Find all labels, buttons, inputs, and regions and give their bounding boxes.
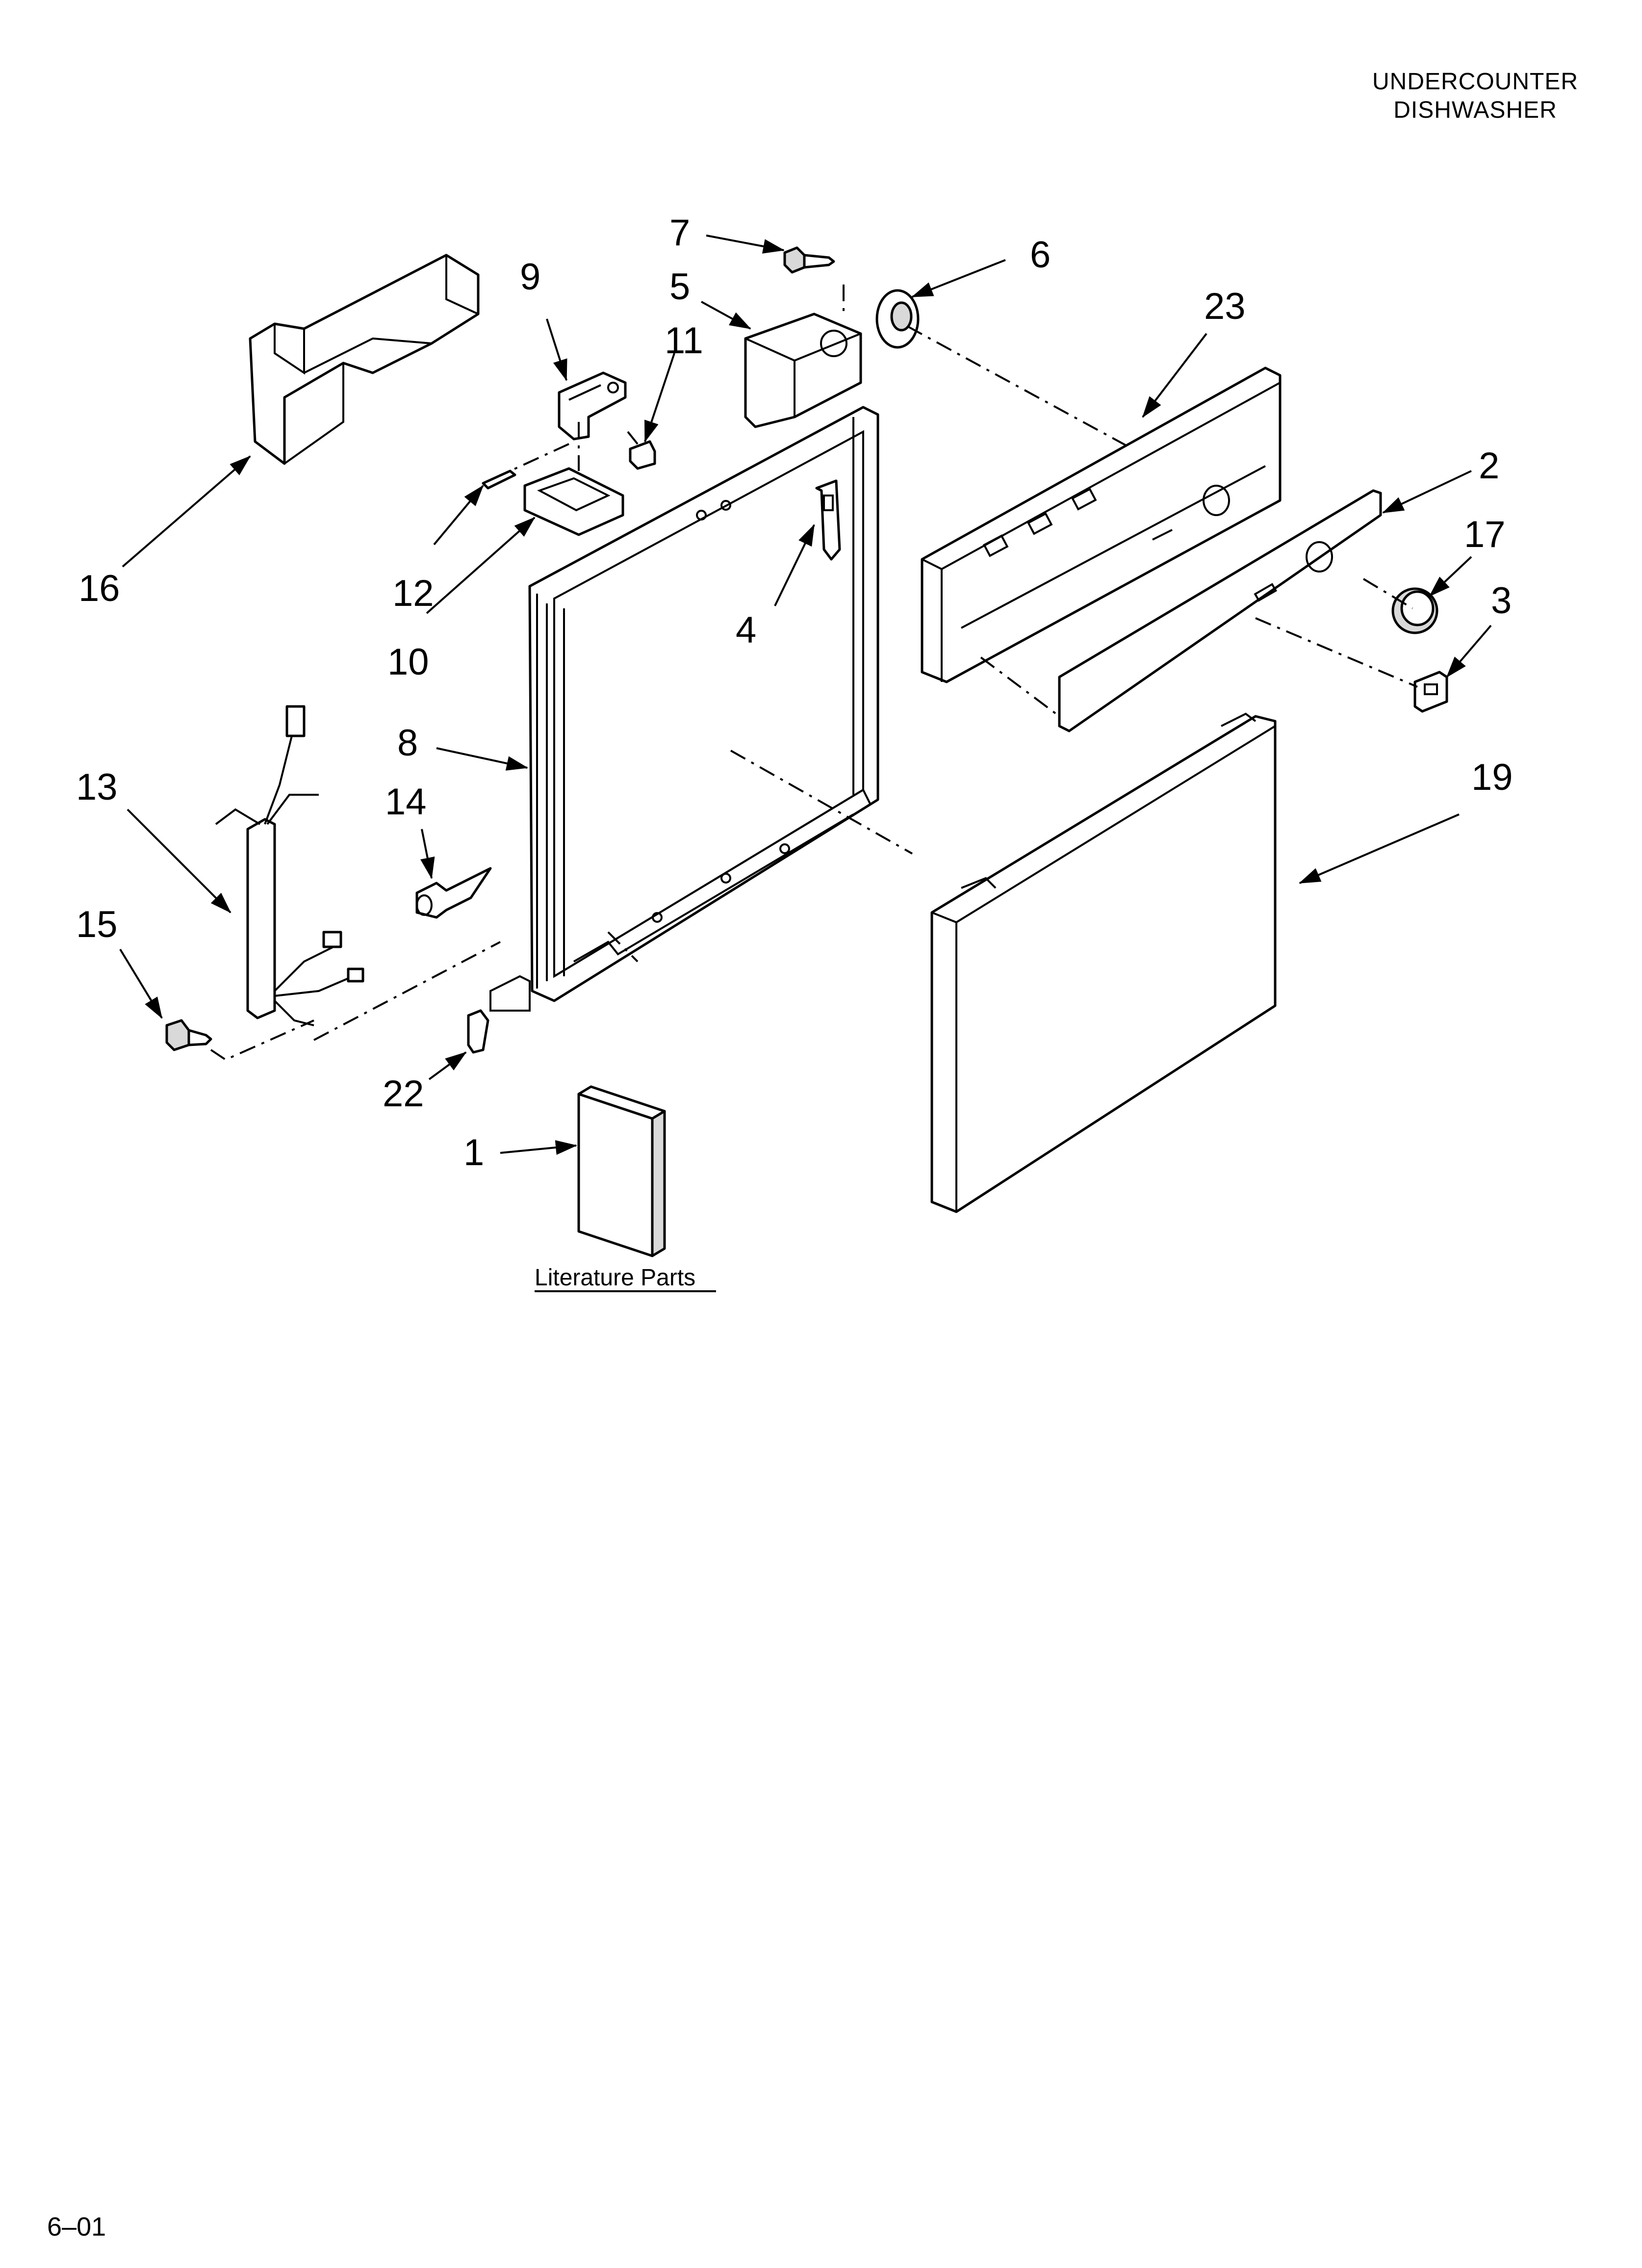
callout-11: 11 [665, 320, 703, 362]
callout-23: 23 [1204, 286, 1246, 327]
callout-12: 12 [392, 573, 434, 614]
part-22-clip [467, 1009, 489, 1054]
part-16-shield [249, 254, 480, 465]
part-6-cam [875, 289, 920, 349]
callout-17: 17 [1464, 514, 1506, 555]
callout-10: 10 [387, 641, 429, 683]
callout-4: 4 [736, 609, 756, 651]
callout-6: 6 [1030, 234, 1051, 276]
part-19-door-panel [930, 712, 1277, 1213]
callout-7: 7 [669, 212, 690, 254]
alignment-lines [210, 285, 1418, 1061]
leader-lines [119, 235, 1492, 1155]
part-1-literature [577, 1085, 666, 1257]
callout-1: 1 [463, 1132, 484, 1173]
callout-3: 3 [1491, 580, 1512, 622]
title-line-2: DISHWASHER [1393, 97, 1557, 123]
diagram-title: UNDERCOUNTER DISHWASHER [1372, 68, 1578, 125]
part-15-screw [165, 1019, 212, 1051]
callout-8: 8 [397, 722, 418, 764]
part-10-housing [523, 467, 624, 536]
callout-14: 14 [385, 781, 427, 823]
part-4-latch [815, 479, 841, 561]
callout-16: 16 [78, 568, 120, 609]
callout-13: 13 [76, 766, 118, 808]
part-3-switch [1413, 671, 1448, 713]
literature-parts-caption: Literature Parts [535, 1265, 716, 1292]
part-11-clip [629, 440, 656, 470]
callout-9: 9 [520, 256, 540, 298]
part-8-frame [489, 406, 879, 1012]
part-13-wire-harness [215, 705, 364, 1026]
part-9-bracket [558, 371, 627, 441]
title-line-1: UNDERCOUNTER [1372, 69, 1578, 95]
callout-15: 15 [76, 904, 118, 945]
callout-5: 5 [669, 266, 690, 308]
part-12-strip [482, 469, 516, 490]
callout-labels: 7 6 5 23 9 11 16 12 10 4 2 17 3 8 13 14 … [76, 212, 1513, 1173]
part-17-knob [1391, 587, 1438, 634]
callout-22: 22 [383, 1073, 424, 1115]
part-23-control-panel [921, 366, 1282, 683]
literature-parts-label: Literature Parts [535, 1265, 695, 1291]
part-7-screw [783, 246, 835, 274]
page-code: 6–01 [47, 2212, 106, 2242]
part-2-trim [1058, 489, 1382, 732]
callout-19: 19 [1471, 756, 1513, 798]
part-14-sensor [415, 867, 492, 919]
part-5-timer [744, 313, 862, 428]
callout-2: 2 [1479, 445, 1499, 487]
